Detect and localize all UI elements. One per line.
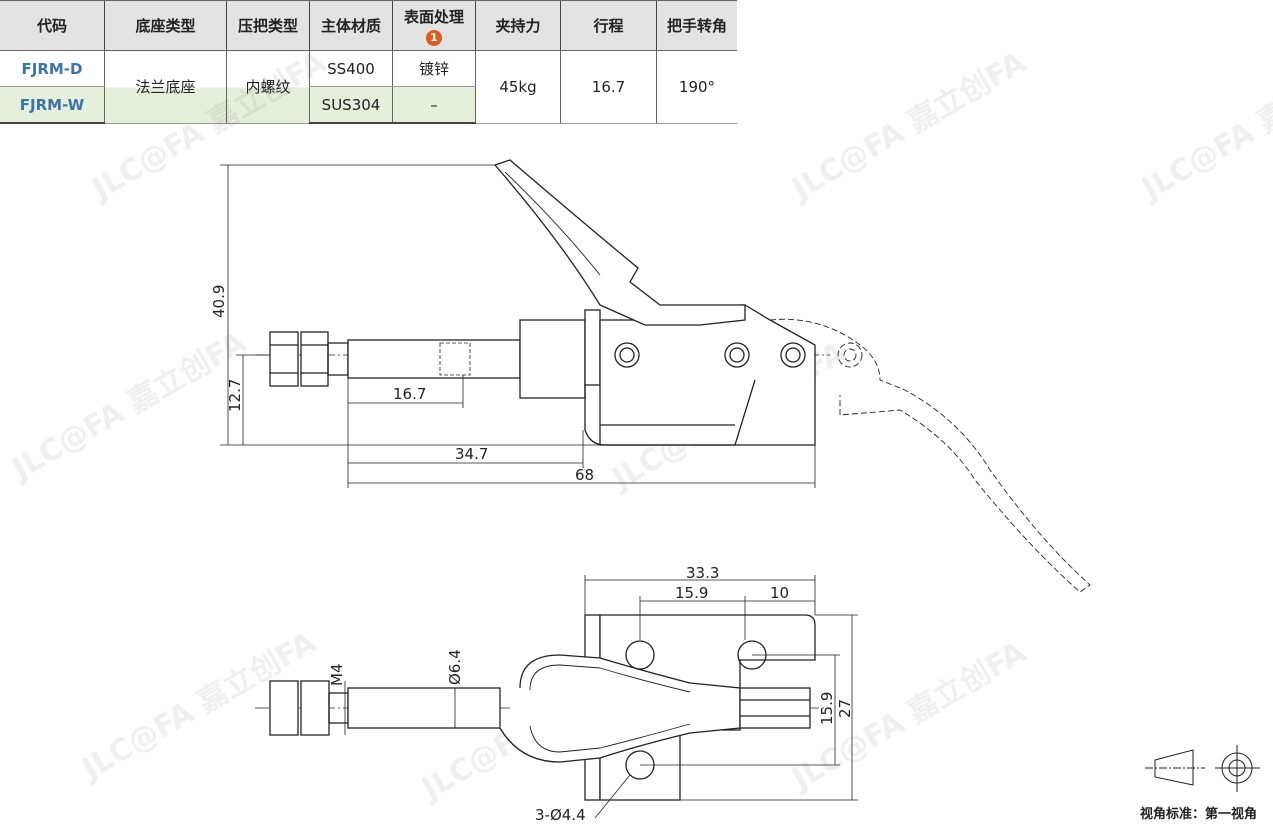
stroke-cell: 16.7 — [560, 50, 657, 124]
dim-stroke: 16.7 — [393, 385, 426, 403]
header-force: 夹持力 — [475, 0, 561, 51]
watermark: JLC@FA 嘉立创FA — [785, 45, 1033, 208]
projection-legend: 视角标准：第一视角 — [1140, 807, 1258, 822]
code-cell: FJRM-D — [0, 50, 105, 87]
header-base: 底座类型 — [104, 0, 227, 51]
header-surface-label: 表面处理 — [403, 7, 464, 26]
spec-table: 代码 底座类型 压把类型 主体材质 表面处理 1 夹持力 行程 把手转角 FJRM… — [0, 0, 737, 124]
top-view: 33.3 15.9 10 15.9 27 M4 Ø6.4 3-Ø4.4 — [255, 564, 858, 824]
angle-cell: 190° — [656, 50, 737, 124]
dim-width: 33.3 — [686, 564, 719, 582]
dim-holes: 3-Ø4.4 — [535, 806, 586, 824]
watermark: JLC@FA 嘉立创FA — [85, 45, 333, 208]
surface-cell: 镀锌 — [392, 50, 476, 87]
dim-hole-pitch-x: 15.9 — [675, 584, 708, 602]
header-code: 代码 — [0, 0, 105, 51]
dim-height: 40.9 — [210, 285, 228, 318]
header-material: 主体材质 — [309, 0, 393, 51]
dim-thread: M4 — [328, 664, 346, 687]
header-handle: 压把类型 — [226, 0, 310, 51]
force-cell: 45kg — [475, 50, 561, 124]
dim-height-top: 27 — [836, 699, 854, 718]
material-cell: SS400 — [309, 50, 393, 87]
header-angle: 把手转角 — [656, 0, 737, 51]
base-cell: 法兰底座 — [104, 50, 227, 124]
table-row: FJRM-W SUS304 – — [0, 86, 737, 124]
handle-cell: 内螺纹 — [226, 50, 310, 124]
dim-rod-dia: Ø6.4 — [446, 649, 464, 685]
header-stroke: 行程 — [560, 0, 657, 51]
dim-hole-pitch-y: 15.9 — [818, 692, 836, 725]
watermark: JLC@FA 嘉立创FA — [5, 325, 253, 488]
dim-length: 68 — [575, 466, 594, 484]
dim-to-flange: 34.7 — [455, 445, 488, 463]
side-view: 40.9 12.7 16.7 34.7 68 — [210, 159, 1091, 593]
table-header-row: 代码 底座类型 压把类型 主体材质 表面处理 1 夹持力 行程 把手转角 — [0, 0, 737, 51]
dim-axis-height: 12.7 — [226, 379, 244, 412]
dim-edge: 10 — [770, 584, 789, 602]
code-cell: FJRM-W — [0, 86, 105, 124]
material-cell: SUS304 — [309, 86, 393, 124]
projection-symbol-icon — [1145, 745, 1260, 792]
table-row: FJRM-D 法兰底座 内螺纹 SS400 镀锌 45kg 16.7 190° — [0, 50, 737, 124]
watermark: JLC@FA 嘉立创FA — [1135, 45, 1273, 208]
header-surface: 表面处理 1 — [392, 0, 476, 51]
surface-cell: – — [392, 86, 476, 124]
note-badge: 1 — [426, 29, 442, 46]
